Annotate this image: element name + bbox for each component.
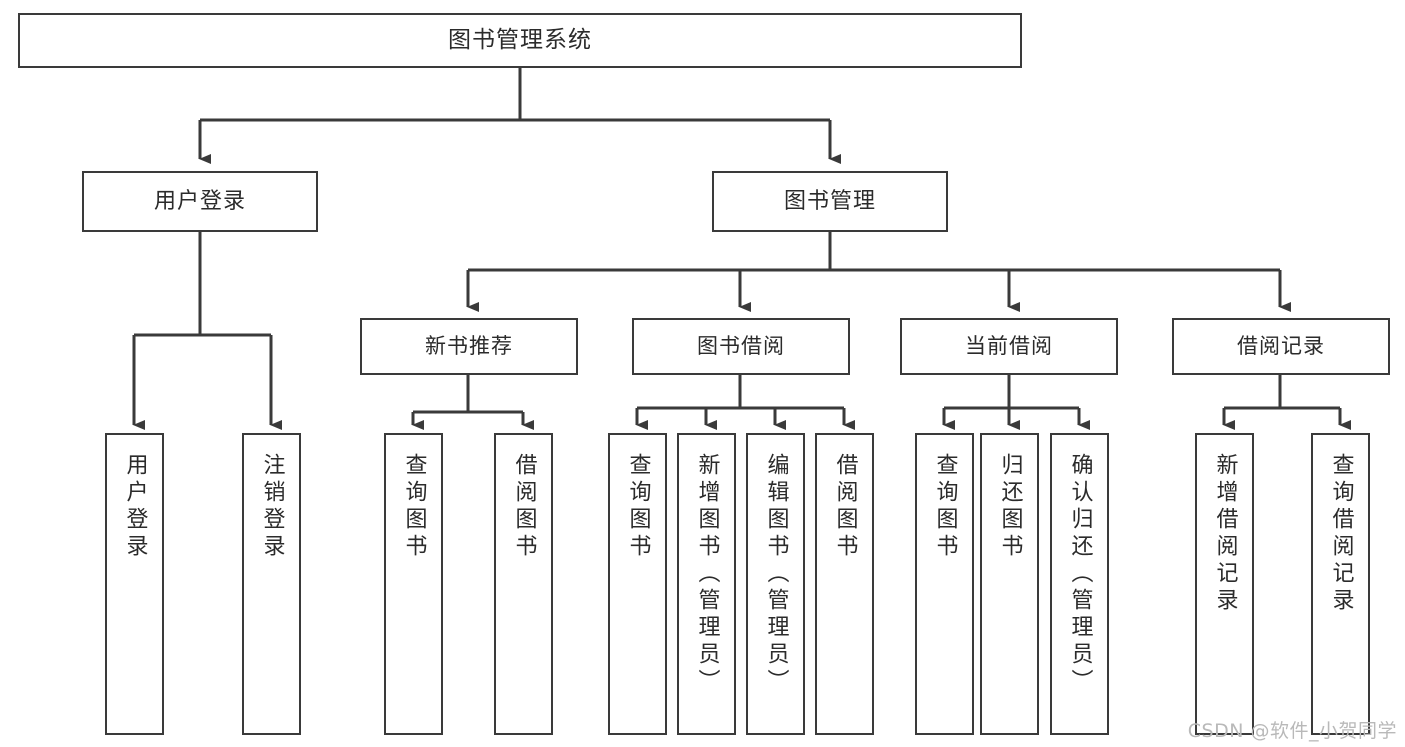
leaf-user-login-logout[interactable]: 注销登录 [242,433,301,735]
node-root-system[interactable]: 图书管理系统 [18,13,1022,68]
node-label: 当前借阅 [965,334,1053,359]
leaf-text-wrap: 编辑图书（管理员） [748,435,803,733]
leaf-text-wrap: 查询借阅记录 [1313,435,1368,733]
leaf-current-query-book[interactable]: 查询图书 [915,433,974,735]
leaf-text-wrap: 新增借阅记录 [1197,435,1252,733]
leaf-text-wrap: 借阅图书 [817,435,872,733]
node-book-management[interactable]: 图书管理 [712,171,948,232]
leaf-user-login-login[interactable]: 用户登录 [105,433,164,735]
leaf-text-wrap: 新增图书（管理员） [679,435,734,733]
leaf-text-wrap: 确认归还（管理员） [1052,435,1107,733]
node-label: 编辑图书（管理员） [763,453,789,696]
watermark-text: CSDN @软件_小贺同学 [1187,720,1397,742]
node-borrow-record[interactable]: 借阅记录 [1172,318,1390,375]
leaf-record-add-record[interactable]: 新增借阅记录 [1195,433,1254,735]
node-label: 借阅记录 [1237,334,1325,359]
leaf-text-wrap: 查询图书 [386,435,441,733]
node-label: 查询借阅记录 [1328,453,1354,615]
leaf-current-confirm-return[interactable]: 确认归还（管理员） [1050,433,1109,735]
node-label: 图书管理系统 [448,26,592,53]
node-label: 新书推荐 [425,334,513,359]
node-label: 借阅图书 [832,453,858,561]
node-label: 确认归还（管理员） [1067,453,1093,696]
leaf-text-wrap: 查询图书 [610,435,665,733]
node-book-borrow[interactable]: 图书借阅 [632,318,850,375]
leaf-current-return-book[interactable]: 归还图书 [980,433,1039,735]
node-label: 查询图书 [401,453,427,561]
node-label: 注销登录 [259,453,285,561]
node-label: 查询图书 [625,453,651,561]
leaf-recommend-borrow-book[interactable]: 借阅图书 [494,433,553,735]
leaf-text-wrap: 借阅图书 [496,435,551,733]
leaf-borrow-borrow-book[interactable]: 借阅图书 [815,433,874,735]
leaf-text-wrap: 归还图书 [982,435,1037,733]
node-label: 图书管理 [783,188,876,214]
node-label: 用户登录 [122,453,148,561]
node-new-book-recommend[interactable]: 新书推荐 [360,318,578,375]
node-label: 查询图书 [932,453,958,561]
node-label: 用户登录 [153,188,246,214]
leaf-record-query-record[interactable]: 查询借阅记录 [1311,433,1370,735]
leaf-borrow-query-book[interactable]: 查询图书 [608,433,667,735]
leaf-borrow-add-book[interactable]: 新增图书（管理员） [677,433,736,735]
leaf-borrow-edit-book[interactable]: 编辑图书（管理员） [746,433,805,735]
node-current-borrow[interactable]: 当前借阅 [900,318,1118,375]
node-label: 借阅图书 [511,453,537,561]
node-label: 新增图书（管理员） [694,453,720,696]
node-label: 新增借阅记录 [1212,453,1238,615]
leaf-text-wrap: 用户登录 [107,435,162,733]
node-label: 图书借阅 [697,334,785,359]
node-label: 归还图书 [997,453,1023,561]
node-user-login[interactable]: 用户登录 [82,171,318,232]
leaf-text-wrap: 查询图书 [917,435,972,733]
leaf-text-wrap: 注销登录 [244,435,299,733]
leaf-recommend-query-book[interactable]: 查询图书 [384,433,443,735]
